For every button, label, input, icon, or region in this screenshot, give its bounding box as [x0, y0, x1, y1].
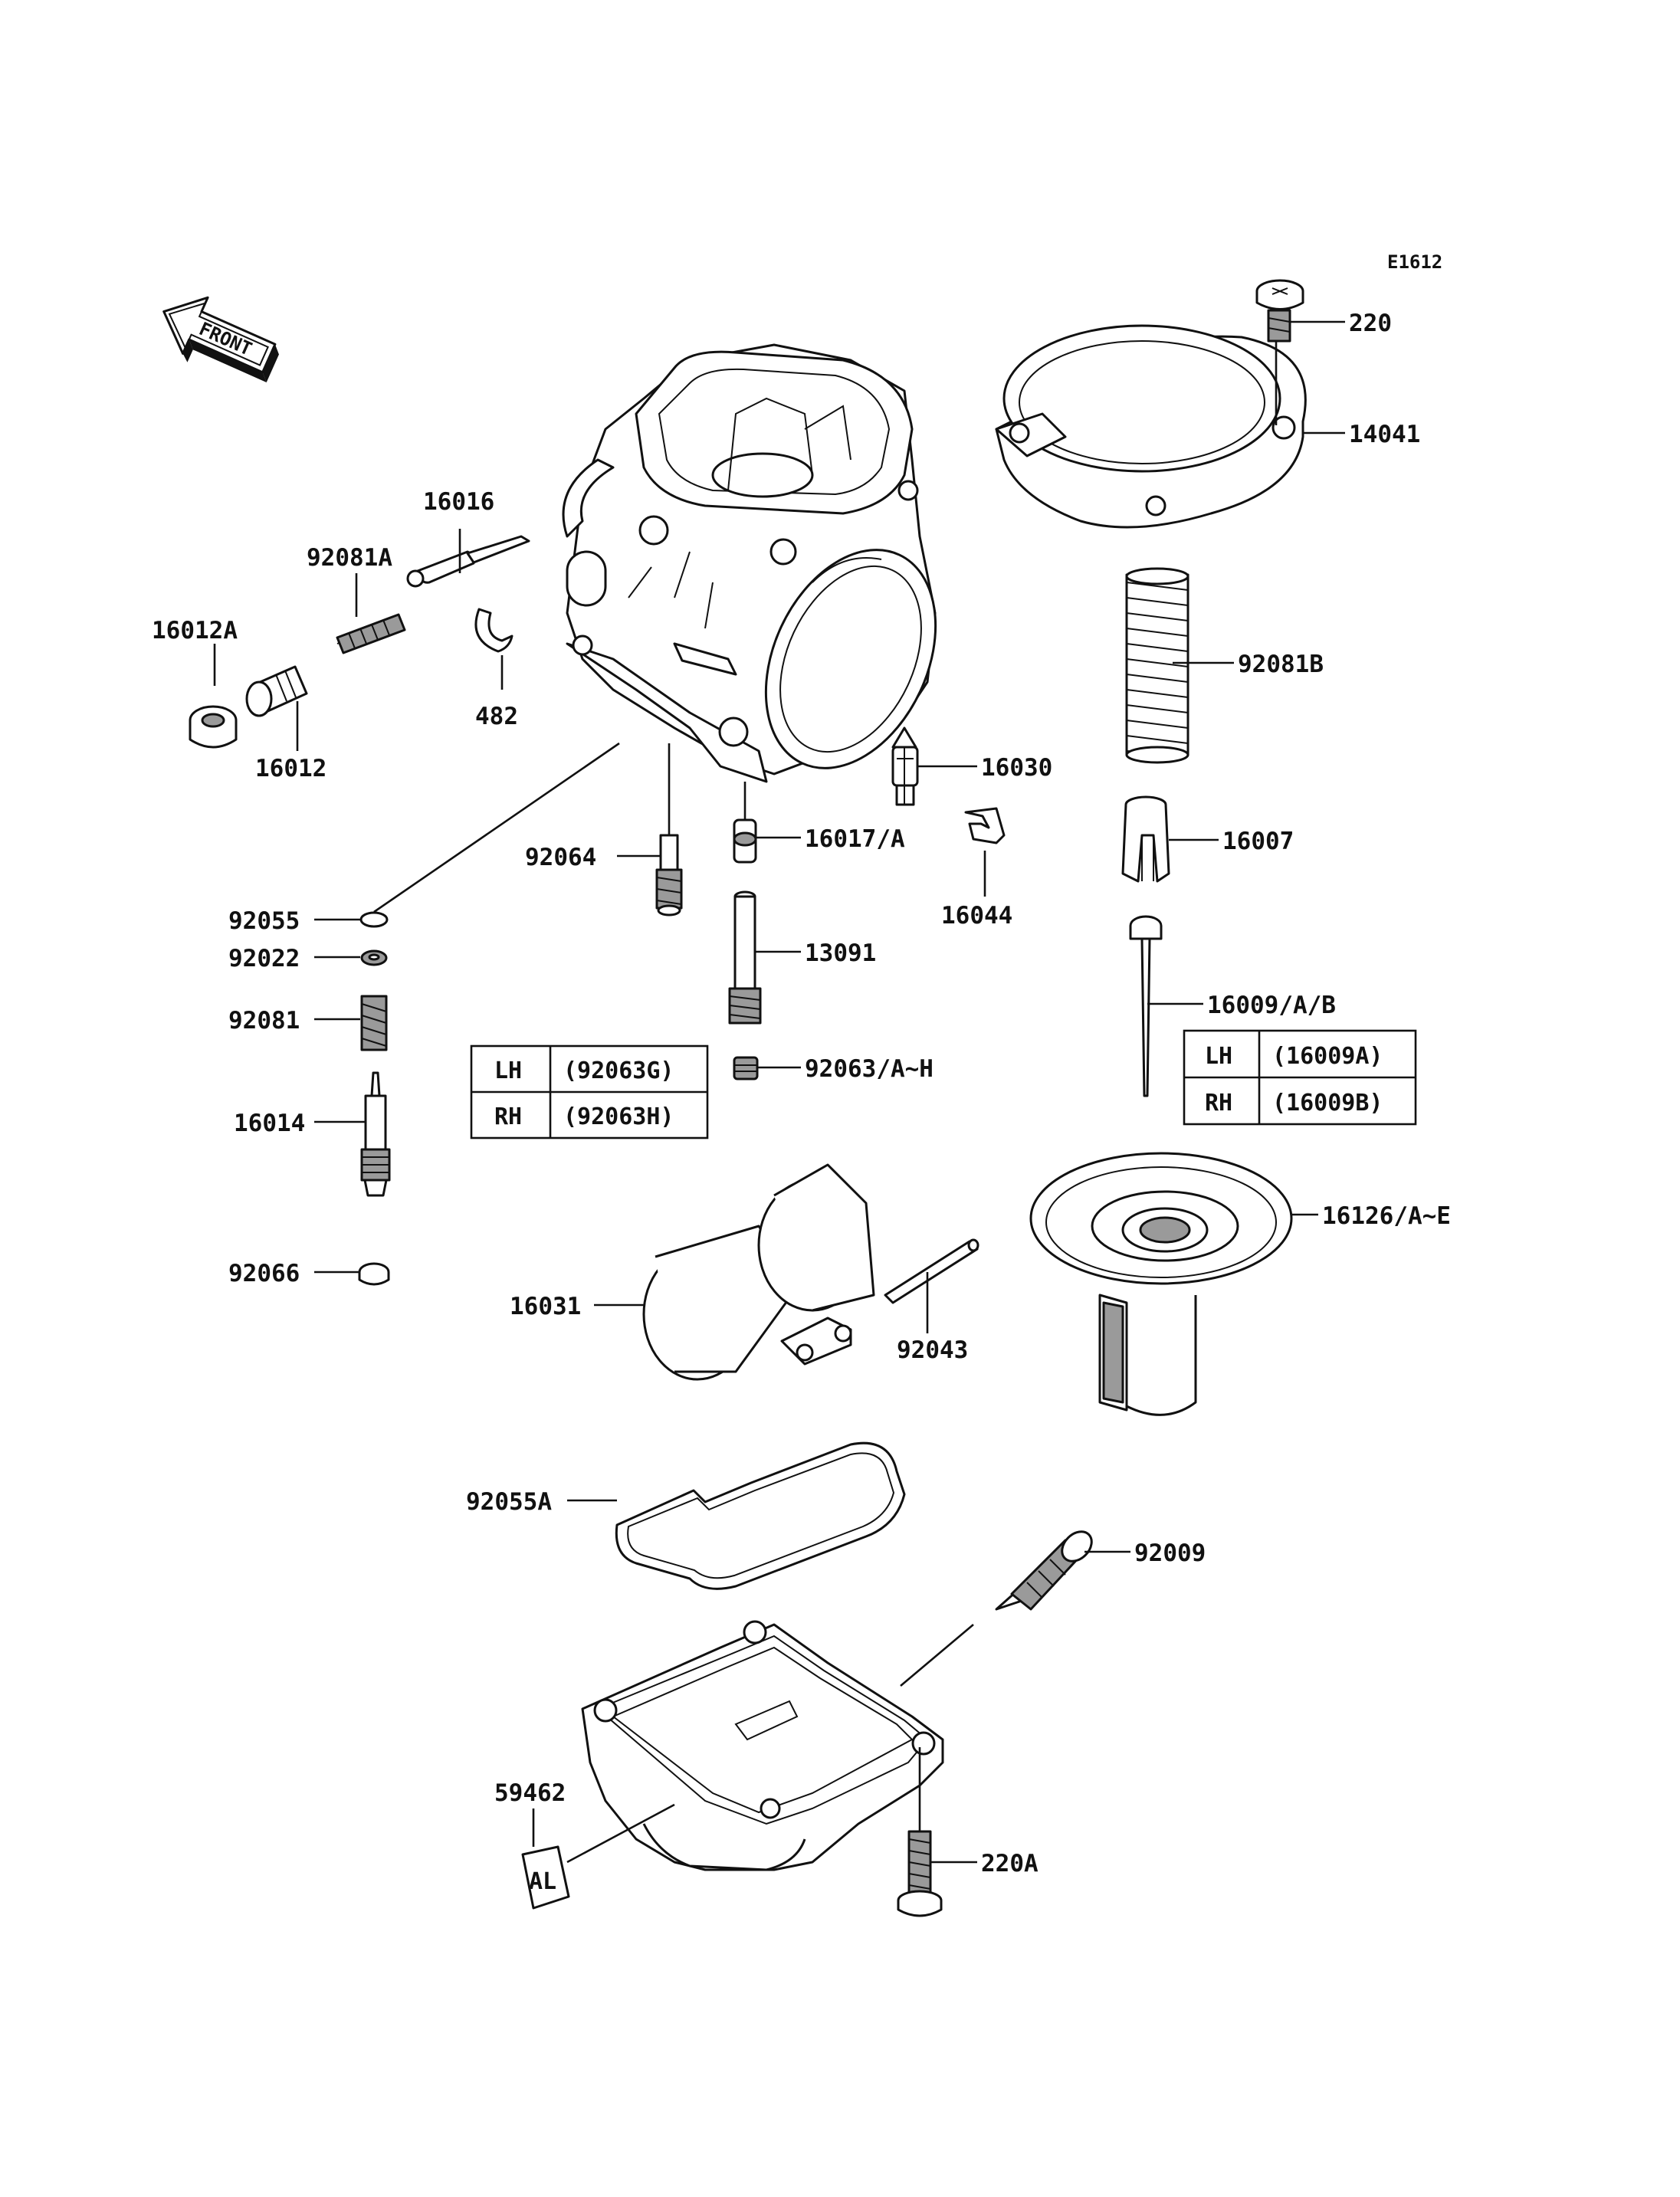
label-16012: 16012: [255, 755, 326, 782]
label-16126ae: 16126/A~E: [1322, 1202, 1451, 1230]
label-482: 482: [475, 703, 518, 730]
label-16007: 16007: [1222, 828, 1294, 855]
table-16009-row1-part: (16009A): [1272, 1043, 1383, 1070]
gasket-92055a: [615, 1441, 906, 1590]
screw-220: [1255, 279, 1304, 343]
plug-16012: [245, 665, 308, 717]
table-92063: LH (92063G) RH (92063H): [470, 1044, 709, 1139]
holder-16007: [1121, 795, 1170, 883]
pin-92043: [884, 1238, 979, 1304]
spring-92081b: [1125, 567, 1189, 764]
label-92066: 92066: [228, 1260, 300, 1287]
label-92009: 92009: [1134, 1540, 1206, 1567]
table-92063-row2-side: RH: [494, 1103, 522, 1130]
label-92081b: 92081B: [1238, 651, 1324, 678]
diagram-code: E1612: [1387, 251, 1442, 273]
label-92055a: 92055A: [466, 1488, 552, 1516]
label-13091: 13091: [805, 939, 876, 967]
table-92063-row1-part: (92063G): [563, 1058, 674, 1084]
label-92081a: 92081A: [307, 544, 392, 572]
label-220a: 220A: [981, 1850, 1039, 1877]
label-220: 220: [1349, 310, 1392, 337]
leader-lines: [213, 320, 1345, 1864]
front-arrow-icon: FRONT: [162, 296, 279, 383]
label-92081: 92081: [228, 1007, 300, 1035]
table-16009-row1-side: LH: [1205, 1043, 1232, 1070]
label-16017a: 16017/A: [805, 825, 905, 853]
plug-92066: [358, 1262, 390, 1286]
label-16044: 16044: [941, 902, 1012, 930]
table-16009-row2-side: RH: [1205, 1090, 1232, 1117]
label-16012a: 16012A: [152, 617, 238, 644]
clip-16044: [964, 807, 1006, 844]
screw-220a: [897, 1830, 943, 1917]
al-marker-icon: AL: [521, 1845, 570, 1910]
label-16016: 16016: [423, 488, 494, 516]
pilot-screw-16016: [406, 535, 530, 588]
label-92064: 92064: [525, 844, 596, 871]
spring-92081a: [336, 613, 406, 654]
label-92063ah: 92063/A~H: [805, 1055, 934, 1083]
float-valve-16030: [891, 726, 919, 806]
label-16030: 16030: [981, 754, 1052, 782]
carburetor-body: [562, 343, 937, 783]
al-marker-label: AL: [529, 1868, 556, 1895]
main-jet-92063: [733, 1056, 759, 1080]
label-16031: 16031: [510, 1293, 581, 1320]
cap-16012a: [189, 705, 238, 749]
table-92063-row1-side: LH: [494, 1058, 522, 1084]
e-clip-482: [474, 608, 514, 653]
label-92043: 92043: [897, 1336, 968, 1364]
diaphragm-16126: [1029, 1152, 1293, 1416]
spring-92081: [360, 995, 388, 1051]
float-bowl-59462: [581, 1620, 944, 1871]
screw-92064: [655, 834, 683, 917]
table-16009: LH (16009A) RH (16009B): [1183, 1029, 1417, 1126]
screw-92009: [995, 1530, 1093, 1611]
table-92063-row2-part: (92063H): [563, 1103, 674, 1130]
table-16009-row2-part: (16009B): [1272, 1090, 1383, 1117]
needle-16014: [360, 1071, 391, 1197]
needle-jet-13091: [728, 890, 762, 1025]
float-16031: [642, 1163, 875, 1381]
label-59462: 59462: [494, 1779, 566, 1807]
label-92022: 92022: [228, 945, 300, 972]
label-16009ab: 16009/A/B: [1207, 992, 1336, 1019]
o-ring-92055: [359, 911, 389, 928]
cover-14041: [995, 324, 1307, 529]
jet-needle-16009: [1129, 915, 1163, 1097]
washer-92022: [360, 949, 388, 966]
label-92055: 92055: [228, 907, 300, 935]
label-16014: 16014: [234, 1110, 305, 1137]
jet-16017a: [733, 818, 757, 864]
label-14041: 14041: [1349, 421, 1420, 448]
